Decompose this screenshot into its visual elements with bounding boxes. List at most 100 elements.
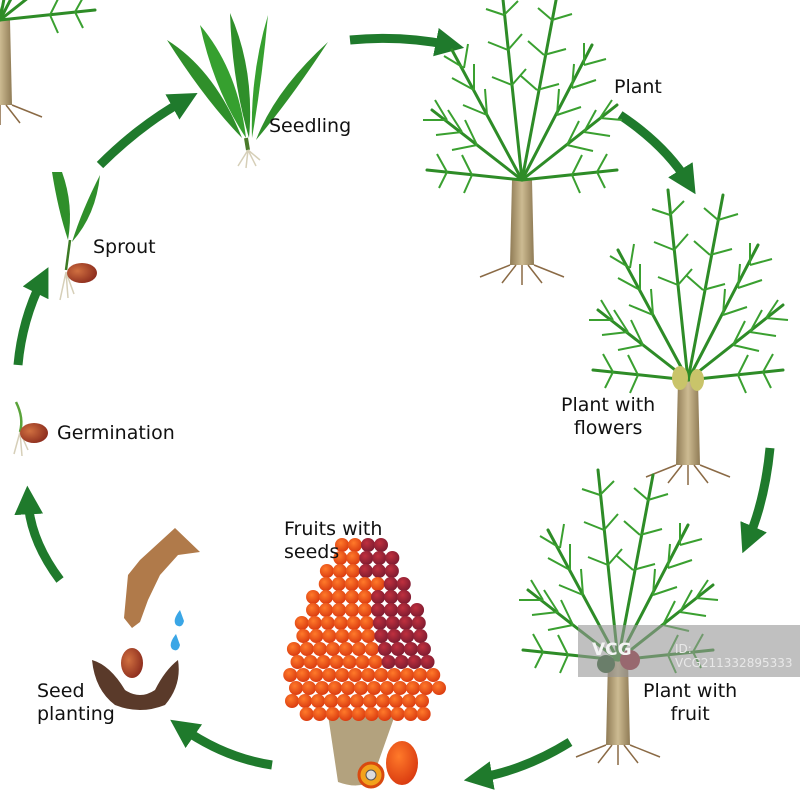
seedling-illustration	[167, 13, 328, 169]
fruitlet	[400, 668, 415, 682]
fruitlet	[361, 629, 376, 643]
stage-label-seedling: Seedling	[269, 115, 352, 137]
fruitlet	[307, 616, 322, 630]
flower-cluster	[672, 366, 688, 390]
fruitlet	[390, 642, 405, 656]
fruitlet	[411, 616, 426, 630]
fruitlet	[299, 642, 314, 656]
fruitlet	[371, 603, 386, 617]
water-drop	[170, 634, 180, 651]
fruitlet	[311, 694, 325, 708]
fruitlet	[377, 707, 392, 721]
germinating-seed	[20, 423, 48, 443]
palm-tree-template	[0, 0, 97, 125]
fruitlet	[397, 590, 412, 604]
fruitlet	[432, 681, 446, 695]
fruitlet	[402, 694, 416, 708]
fruitlet	[403, 642, 418, 656]
fruitlet	[396, 577, 411, 591]
fruits-with-seeds-illustration	[283, 538, 446, 789]
fruitlet	[420, 655, 435, 669]
fruitlet	[345, 564, 360, 578]
hand	[124, 528, 200, 628]
fruitlet	[345, 590, 360, 604]
stage-label-plant-with-flowers: Plant with flowers	[561, 394, 656, 439]
stage-label-fruits-with-seeds: Fruits with seeds	[284, 518, 383, 563]
fruitlet	[342, 655, 357, 669]
fruitlet	[344, 577, 359, 591]
fruitlet	[407, 655, 422, 669]
fruitlet	[403, 707, 418, 721]
fruitlet	[385, 616, 400, 630]
fruitlet	[309, 668, 324, 682]
fruitlet	[367, 681, 381, 695]
fruitlet	[354, 681, 368, 695]
fruitlet	[296, 629, 311, 643]
fruitlet	[361, 538, 375, 552]
fruitlet	[377, 642, 392, 656]
fruitlet	[332, 564, 347, 578]
fruitlet	[372, 551, 387, 565]
fruitlet	[350, 694, 364, 708]
fruitlet	[303, 655, 318, 669]
fruitlet	[413, 668, 428, 682]
fruitlet	[322, 629, 337, 643]
fruitlet	[358, 590, 373, 604]
fruitlet	[337, 694, 351, 708]
fruitlet	[345, 603, 360, 617]
fruitlet	[358, 564, 373, 578]
fruitlet	[370, 577, 385, 591]
fruitlet	[371, 590, 386, 604]
fruitlet	[335, 629, 350, 643]
fruitlet	[329, 655, 344, 669]
fruitlet	[384, 590, 399, 604]
fruitlet	[335, 668, 350, 682]
fruitlet	[341, 681, 355, 695]
arrow-fruits-to-planting	[170, 719, 273, 770]
fruitlet	[346, 551, 361, 565]
fruitlet	[333, 551, 348, 565]
fruitlet	[359, 616, 374, 630]
arrow-flowers-to-fruit	[740, 447, 775, 554]
watermark-id: ID: VCG211332895333	[675, 642, 793, 670]
stage-label-germination: Germination	[57, 422, 175, 444]
fruitlet	[312, 707, 327, 721]
fruitlet	[376, 694, 390, 708]
fruitlet	[381, 655, 396, 669]
arrow-fruit-to-fruits	[463, 738, 573, 790]
fruitlet	[309, 629, 324, 643]
fruitlet	[348, 538, 362, 552]
fruitlet	[332, 590, 347, 604]
fruitlet	[359, 551, 374, 565]
fruitlet	[320, 616, 335, 630]
fruitlet	[286, 642, 301, 656]
fruitlet	[328, 681, 342, 695]
fruitlet	[416, 707, 431, 721]
fruitlet	[394, 655, 409, 669]
fruitlet	[364, 642, 379, 656]
fruitlet	[374, 538, 388, 552]
fruitlet	[318, 577, 333, 591]
seed-planting-illustration	[92, 528, 200, 710]
fruitlet	[325, 642, 340, 656]
fruitlet	[351, 707, 366, 721]
fruitlet	[335, 538, 349, 552]
fruitlet	[355, 655, 370, 669]
fruitlet	[389, 694, 403, 708]
fruitlet	[338, 707, 353, 721]
arrow-seedling-to-plant	[349, 28, 465, 57]
fruitlet	[374, 629, 389, 643]
fruitlet	[357, 577, 372, 591]
fruitlet	[289, 681, 303, 695]
watermark-logo: VCG	[592, 640, 632, 660]
kernel	[365, 769, 377, 781]
fruitlet	[390, 707, 405, 721]
fruitlet	[384, 603, 399, 617]
fruitlet	[312, 642, 327, 656]
fruitlet	[371, 564, 386, 578]
fruitlet	[380, 681, 394, 695]
fruitlet	[387, 668, 402, 682]
fruitlet	[315, 681, 329, 695]
fruitlet	[400, 629, 415, 643]
fruitlet	[426, 668, 441, 682]
